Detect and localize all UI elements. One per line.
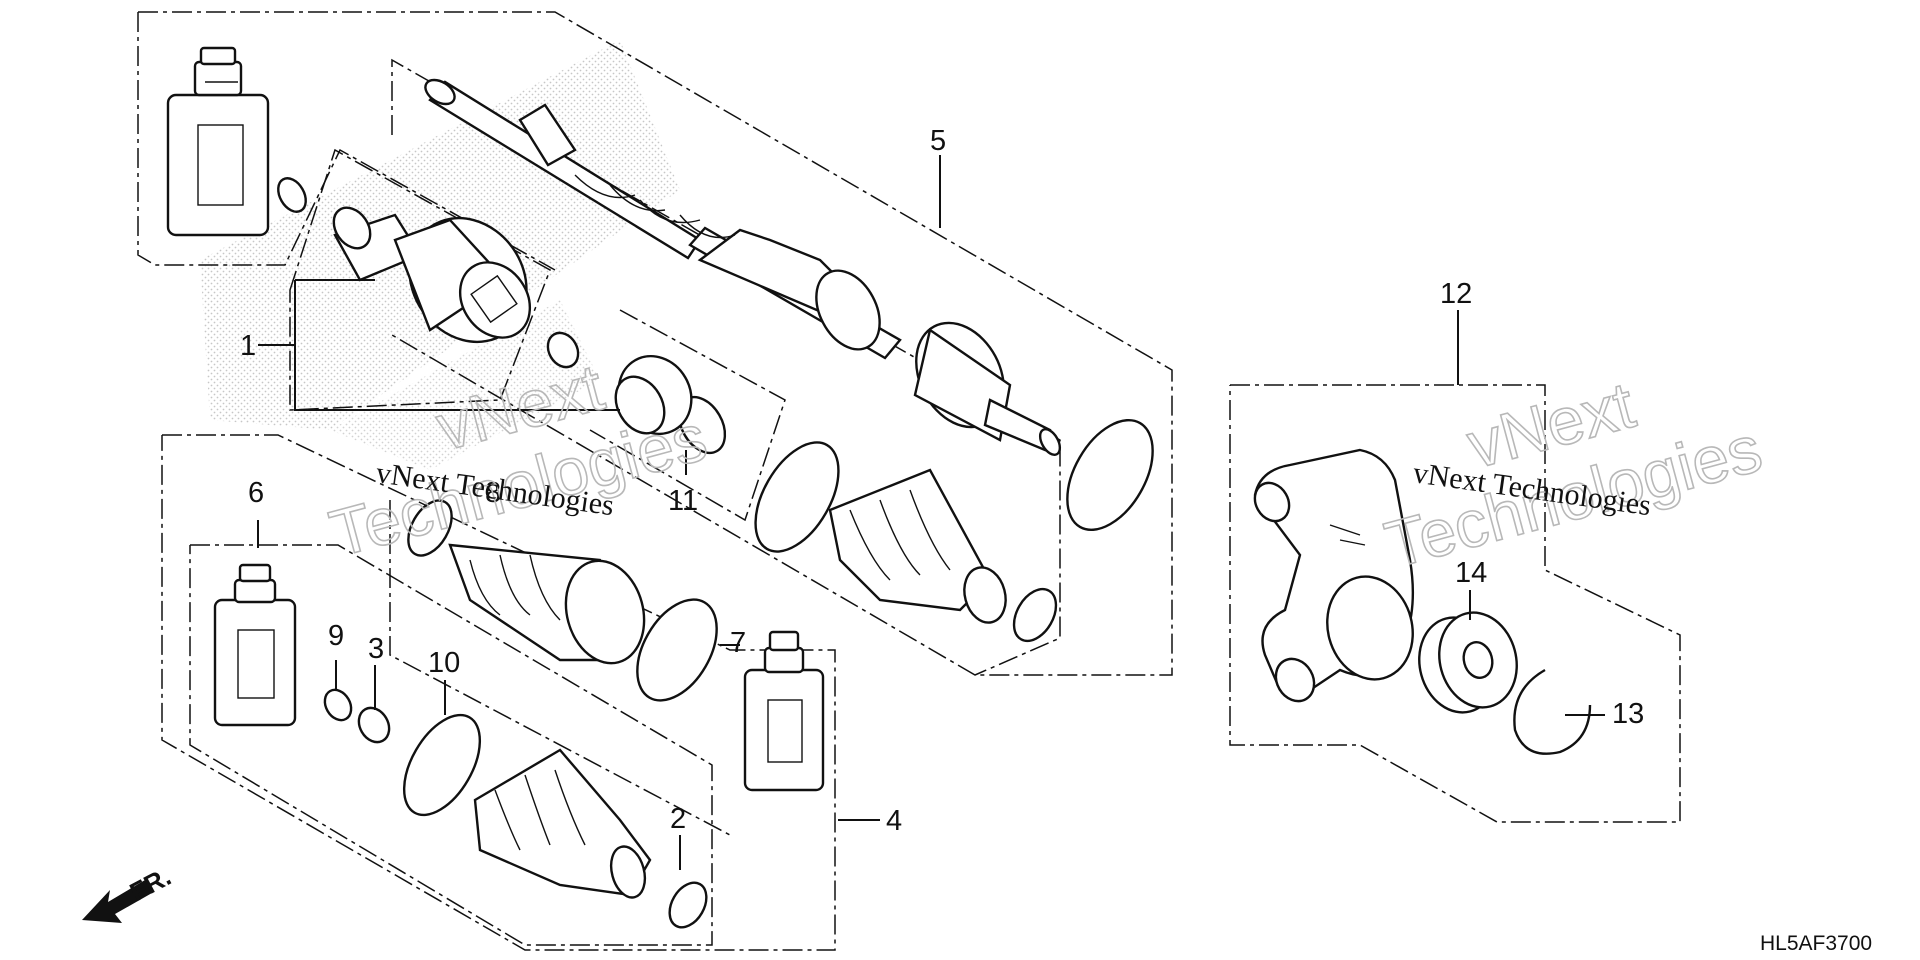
callout-5: 5 bbox=[930, 125, 946, 157]
grease-bottle-top bbox=[166, 46, 270, 237]
group-outline-top bbox=[137, 11, 1173, 676]
boot-upper bbox=[448, 543, 646, 665]
callout-8: 8 bbox=[485, 477, 501, 509]
grease-bottle-right bbox=[743, 630, 825, 792]
callout-1: 1 bbox=[240, 330, 256, 362]
callout-12: 12 bbox=[1440, 278, 1472, 310]
callout-14: 14 bbox=[1455, 557, 1487, 589]
bearing-cage bbox=[614, 354, 693, 436]
callout-13: 13 bbox=[1612, 698, 1644, 730]
group-outline-bottom bbox=[161, 434, 836, 951]
callout-4: 4 bbox=[886, 805, 902, 837]
reference-code: HL5AF3700 bbox=[1760, 932, 1872, 955]
front-direction-arrow: FR. bbox=[82, 861, 176, 923]
boot-bands bbox=[402, 418, 1154, 929]
callout-7: 7 bbox=[730, 627, 746, 659]
callout-3: 3 bbox=[368, 633, 384, 665]
callout-10: 10 bbox=[428, 647, 460, 679]
callout-11: 11 bbox=[668, 485, 698, 517]
cv-joint bbox=[332, 206, 532, 344]
boot-lower bbox=[473, 748, 652, 899]
group-outline-knuckle bbox=[1229, 384, 1681, 823]
wheel-bearing bbox=[1418, 611, 1518, 714]
drive-shaft bbox=[424, 78, 1062, 456]
circlip bbox=[1513, 668, 1592, 755]
callout-2: 2 bbox=[670, 803, 686, 835]
boot-right bbox=[828, 468, 1007, 624]
callout-6: 6 bbox=[248, 477, 264, 509]
grease-bottle-left bbox=[213, 563, 297, 727]
group-outline-joint bbox=[289, 148, 786, 522]
leader-lines bbox=[257, 155, 1605, 870]
callouts: 1 2 3 4 5 6 7 8 9 10 11 12 13 14 bbox=[240, 125, 1644, 837]
knuckle bbox=[1253, 448, 1415, 703]
callout-9: 9 bbox=[328, 620, 344, 652]
